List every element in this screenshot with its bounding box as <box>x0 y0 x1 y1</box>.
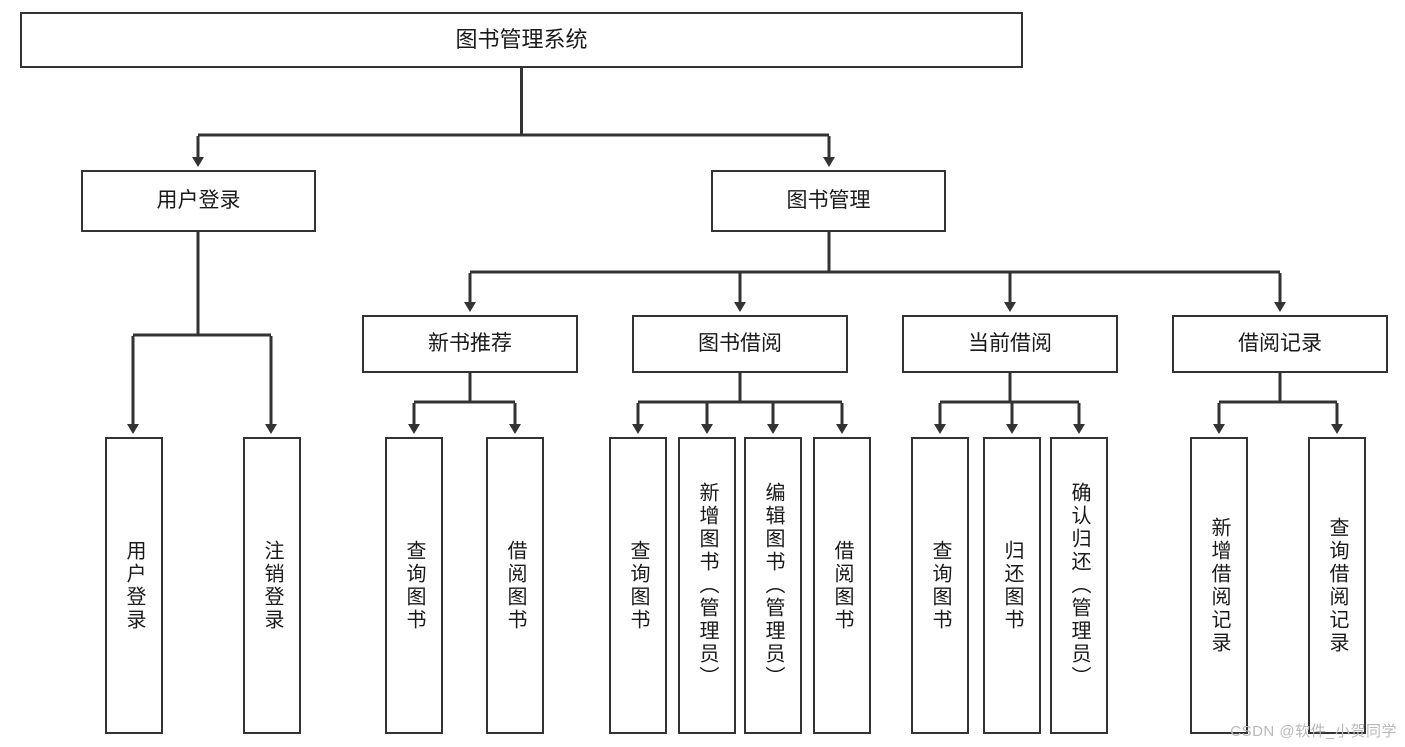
node-leaf-query-book-3[interactable]: 查询图书 <box>911 437 969 734</box>
node-book-borrow[interactable]: 图书借阅 <box>632 315 848 373</box>
node-leaf-return-book[interactable]: 归还图书 <box>983 437 1041 734</box>
node-leaf-add-borrow-record-label: 新增借阅记录 <box>1208 516 1230 655</box>
node-leaf-add-book-admin[interactable]: 新增图书（管理员） <box>678 437 736 734</box>
node-book-borrow-label: 图书借阅 <box>698 332 782 356</box>
node-leaf-query-borrow-record-label: 查询借阅记录 <box>1326 516 1348 655</box>
node-new-book-recommend-label: 新书推荐 <box>428 332 512 356</box>
node-book-manage-label: 图书管理 <box>786 189 871 213</box>
node-root-system[interactable]: 图书管理系统 <box>20 12 1023 68</box>
node-root-system-label: 图书管理系统 <box>455 26 588 52</box>
node-leaf-confirm-return-admin-label: 确认归还（管理员） <box>1068 482 1090 689</box>
node-leaf-query-book-2[interactable]: 查询图书 <box>609 437 667 734</box>
node-leaf-borrow-book-2-label: 借阅图书 <box>831 539 853 632</box>
node-current-borrow[interactable]: 当前借阅 <box>902 315 1118 373</box>
node-leaf-user-login[interactable]: 用户登录 <box>105 437 163 734</box>
node-leaf-return-book-label: 归还图书 <box>1001 539 1023 632</box>
node-leaf-add-borrow-record[interactable]: 新增借阅记录 <box>1190 437 1248 734</box>
node-leaf-borrow-book-1[interactable]: 借阅图书 <box>486 437 544 734</box>
node-leaf-borrow-book-1-label: 借阅图书 <box>504 539 526 632</box>
node-leaf-query-book-1-label: 查询图书 <box>403 539 425 632</box>
node-leaf-query-book-3-label: 查询图书 <box>929 539 951 632</box>
node-leaf-query-book-1[interactable]: 查询图书 <box>385 437 443 734</box>
node-borrow-record[interactable]: 借阅记录 <box>1172 315 1388 373</box>
node-leaf-edit-book-admin[interactable]: 编辑图书（管理员） <box>744 437 802 734</box>
node-user-login[interactable]: 用户登录 <box>81 170 316 232</box>
csdn-watermark: CSDN @软件_小贺同学 <box>1230 723 1397 740</box>
node-leaf-logout-login-label: 注销登录 <box>261 539 283 632</box>
node-user-login-label: 用户登录 <box>156 189 241 213</box>
node-book-manage[interactable]: 图书管理 <box>711 170 946 232</box>
node-leaf-borrow-book-2[interactable]: 借阅图书 <box>813 437 871 734</box>
node-leaf-confirm-return-admin[interactable]: 确认归还（管理员） <box>1050 437 1108 734</box>
node-leaf-add-book-admin-label: 新增图书（管理员） <box>696 482 718 689</box>
node-leaf-logout-login[interactable]: 注销登录 <box>243 437 301 734</box>
node-borrow-record-label: 借阅记录 <box>1238 332 1322 356</box>
node-leaf-user-login-label: 用户登录 <box>123 539 145 632</box>
node-leaf-query-borrow-record[interactable]: 查询借阅记录 <box>1308 437 1366 734</box>
node-current-borrow-label: 当前借阅 <box>968 332 1052 356</box>
node-leaf-query-book-2-label: 查询图书 <box>627 539 649 632</box>
node-new-book-recommend[interactable]: 新书推荐 <box>362 315 578 373</box>
node-leaf-edit-book-admin-label: 编辑图书（管理员） <box>762 482 784 689</box>
